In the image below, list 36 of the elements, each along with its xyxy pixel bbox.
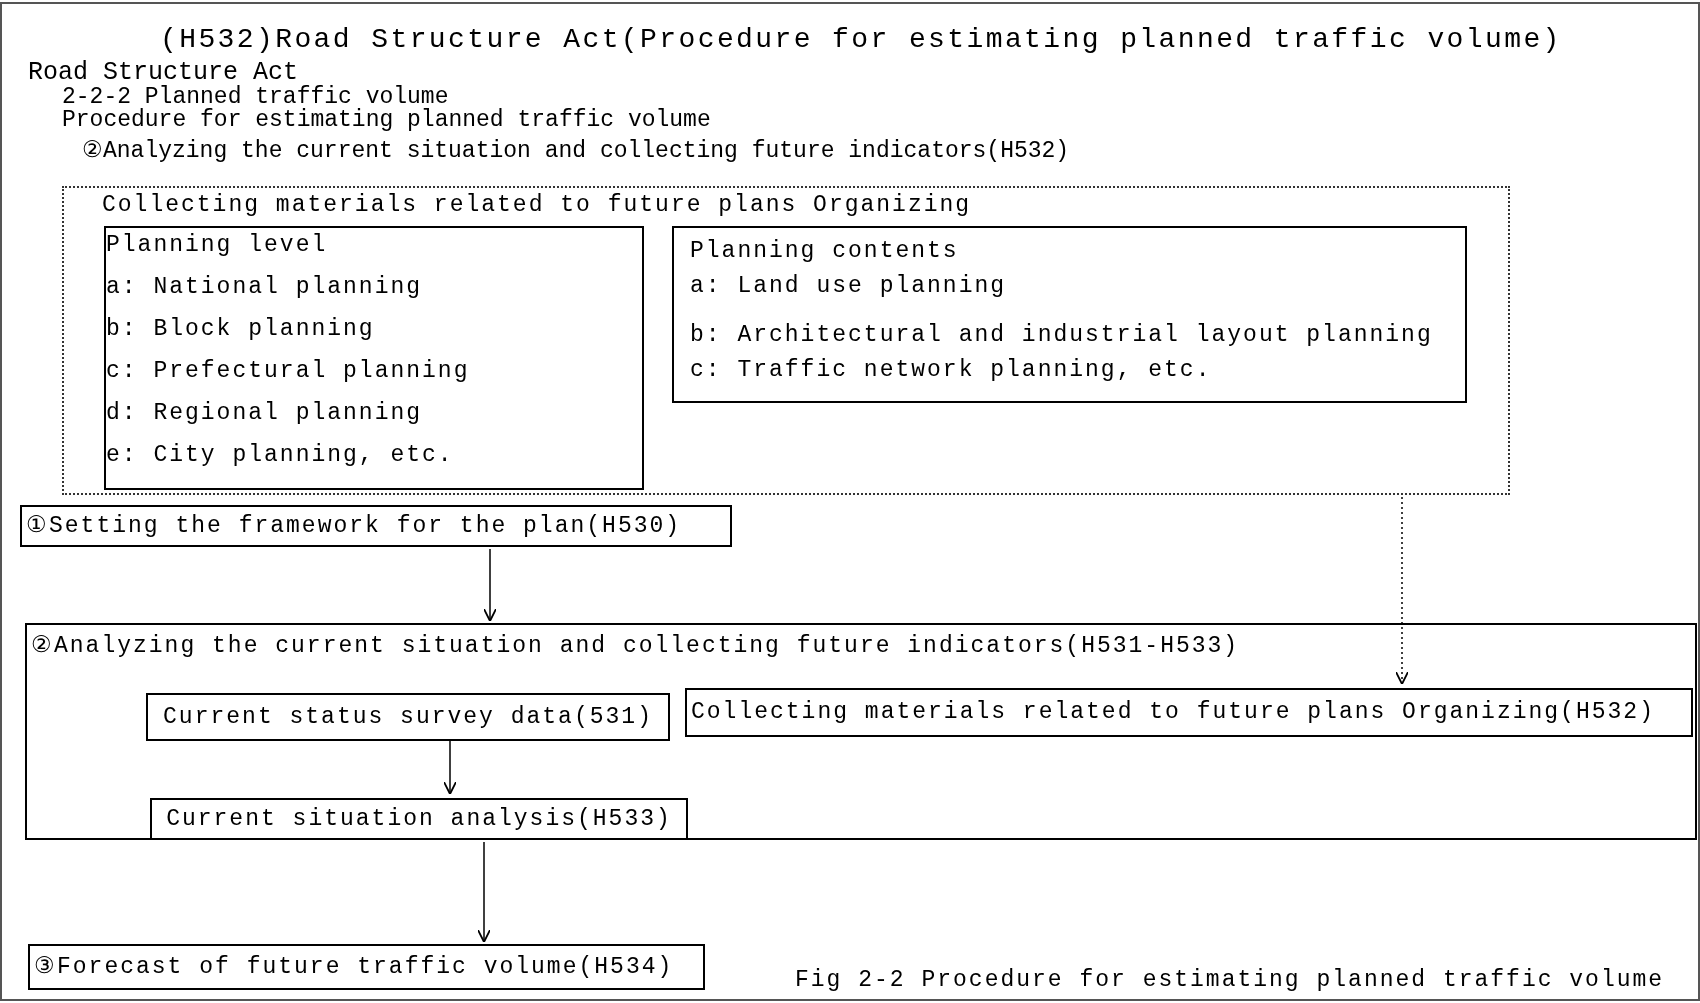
dotted-group-box (62, 186, 1510, 495)
heading-line: ②Analyzing the current situation and collecting future indicators(H532) (82, 140, 1070, 163)
diagram-title: (H532)Road Structure Act(Procedure for estimating planned traffic volume) (160, 26, 1562, 54)
box-heading: Planning level (106, 234, 329, 257)
process-box (28, 944, 705, 990)
process-box (685, 688, 1693, 737)
process-box (672, 226, 1467, 403)
list-item: b: Architectural and industrial layout planning (690, 324, 1433, 347)
process-box (146, 693, 670, 741)
list-item: b: Block planning (106, 318, 376, 341)
dotted-arrow (1395, 496, 1409, 685)
heading-line: 2-2-2 Planned traffic volume (62, 86, 449, 109)
box-label: ①Setting the framework for the plan(H530) (26, 514, 682, 538)
box-label: Current situation analysis(H533) (166, 807, 672, 831)
group-box (25, 623, 1697, 840)
list-item: a: Land use planning (690, 275, 1008, 298)
arrow (483, 548, 497, 622)
heading-line: Road Structure Act (28, 60, 299, 85)
box-heading: Planning contents (690, 240, 960, 263)
list-item: e: City planning, etc. (106, 444, 455, 467)
list-item: c: Prefectural planning (106, 360, 470, 383)
list-item: c: Traffic network planning, etc. (690, 359, 1213, 382)
list-item: d: Regional planning (106, 402, 424, 425)
process-box (104, 226, 644, 490)
box-label: Current status survey data(531) (163, 705, 653, 729)
box-label: Collecting materials related to future plans Organizing(H532) (691, 701, 1655, 724)
process-box (20, 505, 732, 547)
group-heading: Collecting materials related to future plans Organizing (102, 194, 972, 217)
process-box (150, 798, 688, 840)
arrow (477, 841, 491, 943)
list-item: a: National planning (106, 276, 424, 299)
arrow (443, 740, 457, 795)
heading-line: Procedure for estimating planned traffic volume (62, 109, 711, 132)
box-label: ③Forecast of future traffic volume(H534) (34, 955, 674, 979)
group-heading: ②Analyzing the current situation and collecting future indicators(H531-H533) (31, 635, 1240, 658)
figure-caption: Fig 2-2 Procedure for estimating planned traffic volume (795, 969, 1665, 992)
